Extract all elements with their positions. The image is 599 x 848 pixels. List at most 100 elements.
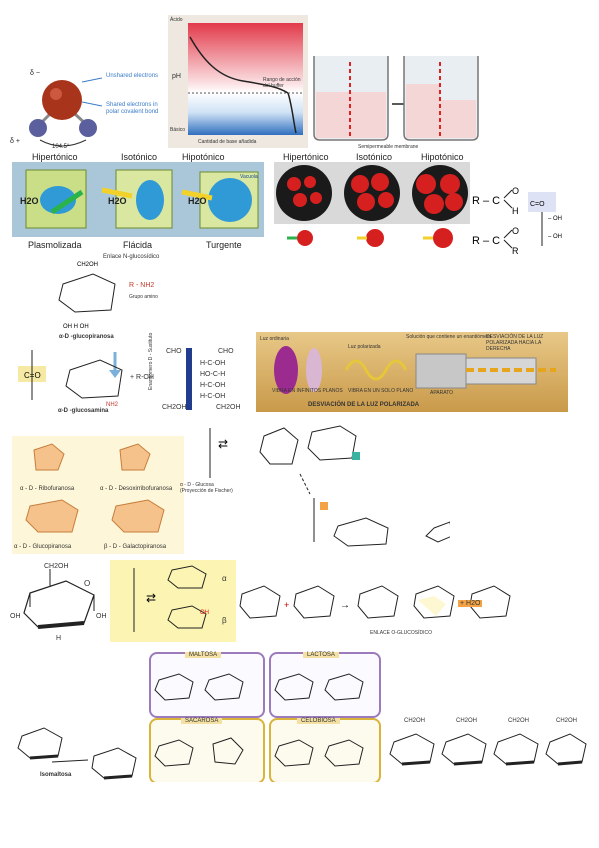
furanoses-box: α - D - Ribofuranosa α - D - Desoxirribo…	[12, 436, 184, 554]
big-glucose-oh-1: OH	[10, 613, 21, 620]
svg-text:C=O: C=O	[530, 201, 545, 208]
delta-minus-label: δ −	[30, 70, 40, 77]
polarization-label-0: Luz ordinaria	[260, 336, 289, 342]
delta-plus-label: δ +	[10, 138, 20, 145]
maltose-box: MALTOSA	[149, 652, 265, 718]
svg-text:R – C: R – C	[472, 235, 500, 247]
deoxyribofuranose-label: α - D - Desoxirribofuranosa	[100, 486, 173, 492]
plasmolyzed-cell-icon	[25, 169, 87, 229]
flaccid-cell-icon	[101, 169, 173, 229]
fischer-projection: CHO CHO H-C-OH HO-C-H H-C-OH H-C-OH CH2O…	[160, 348, 255, 414]
unshared-electrons-label: Unshared electrons	[106, 73, 159, 79]
polarization-title: DESVIACIÓN DE LA LUZ POLARIZADA	[308, 402, 420, 408]
glucopyranose-label: α-D -glucopiranosa	[59, 334, 114, 340]
big-glucose-o: O	[84, 579, 91, 588]
osmosis-beakers: Semipermeable membrane	[308, 52, 483, 152]
lactose-box: LACTOSA	[269, 652, 381, 718]
galactopyranose-label: β - D - Galactopiranosa	[104, 544, 167, 550]
fischer-ch2oh-right: CH2OH	[216, 404, 241, 411]
polarization-label-4: Solución que contiene un enantiómero	[406, 334, 492, 340]
beaker-left-icon	[313, 56, 389, 141]
glucosamine-label: α-D -glucosamina	[58, 408, 109, 414]
ph-range-note: Rango de acción del buffer	[263, 77, 301, 89]
tonicity-isotonic-label-2: Isotónico	[356, 152, 393, 162]
membrane-caption: Semipermeable membrane	[358, 144, 419, 150]
red-blood-cells-figure	[274, 162, 470, 224]
tonicity-hypertonic-label: Hipertónico	[32, 152, 78, 162]
ph-axis-label: pH	[172, 73, 181, 80]
poly-ch2oh-3: CH2OH	[508, 718, 530, 724]
plus-r-oh-label: + R-OH	[130, 374, 154, 381]
fischer-blue-bar	[186, 348, 192, 410]
svg-text:H: H	[512, 206, 519, 216]
polarization-label-1: VIBRA EN INFINITOS PLANOS	[272, 388, 343, 394]
ribofuranose-label: α - D - Ribofuranosa	[20, 486, 75, 492]
svg-text:– OH: – OH	[548, 234, 562, 240]
cyclization-figure: ⇄ α - D - Glucosa (Proyección de Fischer…	[180, 418, 450, 558]
turgid-label: Turgente	[206, 240, 242, 250]
svg-text:⇄: ⇄	[146, 591, 156, 605]
turgid-cell-icon	[181, 171, 259, 229]
glucopyranose-furanose-label: α - D - Glucopiranosa	[14, 544, 72, 550]
reaction-plus: +	[284, 600, 290, 610]
lactose-label: LACTOSA	[303, 652, 339, 658]
svg-text:→: →	[340, 600, 350, 611]
h2o-label-2: H2O	[108, 196, 127, 206]
amine-label: R - NH2	[129, 282, 155, 289]
maltose-label: MALTOSA	[185, 652, 222, 658]
polarization-label-6: APARATO	[430, 390, 454, 396]
ph-base-label: Básico	[170, 127, 186, 133]
water-molecule-figure: Unshared electrons Shared electrons in p…	[10, 60, 160, 155]
shared-electrons-label: Shared electrons in polar covalent bond	[106, 102, 159, 115]
h2o-label-1: H2O	[20, 196, 39, 206]
beaker-right-icon	[403, 56, 479, 141]
flaccid-label: Flácida	[123, 240, 153, 250]
isomaltose-figure: Isomaltosa	[12, 712, 152, 794]
ph-buffer-chart: Ácido Básico pH Cantidad de base añadida…	[168, 15, 308, 148]
ph-x-axis-label: Cantidad de base añadida	[198, 139, 257, 145]
svg-text:CH2OH: CH2OH	[77, 262, 98, 268]
polysaccharide-chain: CH2OH CH2OH CH2OH CH2OH	[384, 712, 590, 792]
big-glucose-h: H	[56, 635, 62, 642]
reaction-h2o: + H2O	[458, 600, 483, 607]
tonicity-isotonic-label: Isotónico	[121, 152, 158, 162]
fischer-ch2oh-left: CH2OH	[162, 404, 187, 411]
sucrose-label: SACAROSA	[181, 718, 223, 724]
cyclization-caption: α - D - Glucosa (Proyección de Fischer)	[180, 482, 233, 494]
svg-text:OH: OH	[200, 610, 209, 616]
bond-angle-label: 104.5°	[52, 144, 70, 150]
plant-cells-figure: H2O H2O H2O Vacuola	[12, 162, 264, 237]
sucrose-box: SACAROSA	[149, 718, 265, 782]
svg-text:R – C: R – C	[472, 195, 500, 207]
disaccharides-grid: MALTOSA LACTOSA SACAROSA CELOBIOSA	[145, 648, 381, 782]
ph-acid-label: Ácido	[170, 17, 183, 23]
poly-ch2oh-4: CH2OH	[556, 718, 578, 724]
glucosamine-figure: C=O NH2 α-D -glucosamina + R-OH	[10, 340, 160, 420]
glucosidic-bond-label: ENLACE O-GLUCOSÍDICO	[370, 630, 432, 636]
polarization-label-5: DESVIACIÓN DE LA LUZ POLARIZADA HACIA LA…	[486, 334, 544, 352]
amine-note: Grupo amino	[129, 294, 158, 300]
big-glucose-ch2oh: CH2OH	[44, 563, 69, 570]
polarization-label-2: Luz polarizada	[348, 344, 381, 350]
poly-ch2oh-1: CH2OH	[404, 718, 426, 724]
alpha-label: α	[222, 574, 227, 583]
enantiomer-side-text: Enantiómero D - Sustituto	[148, 332, 154, 390]
svg-text:⇄: ⇄	[218, 437, 228, 451]
vacuole-label: Vacuola	[240, 174, 258, 180]
water-molecule-icon	[29, 77, 103, 147]
fischer-cho-left: CHO	[166, 348, 182, 355]
rbc-mini-icons	[285, 227, 465, 249]
svg-text:O: O	[512, 226, 519, 236]
poly-ch2oh-2: CH2OH	[456, 718, 478, 724]
svg-text:R: R	[512, 246, 519, 256]
cellobiose-label: CELOBIOSA	[297, 718, 340, 724]
svg-text:OH H OH: OH H OH	[63, 324, 89, 330]
aldehyde-group-figure: R – C O H C=O – OH R – C O R – OH	[470, 186, 590, 256]
fischer-row-3: H-C-OH	[200, 382, 226, 389]
polarization-label-3: VIBRA EN UN SOLO PLANO	[348, 388, 414, 394]
n-glucosidic-title: Enlace N-glucosídico	[103, 254, 160, 260]
glucose-ring-icon	[23, 569, 95, 629]
svg-text:O: O	[512, 186, 519, 196]
h2o-label-3: H2O	[188, 196, 207, 206]
tonicity-hypertonic-label-2: Hipertónico	[283, 152, 329, 162]
